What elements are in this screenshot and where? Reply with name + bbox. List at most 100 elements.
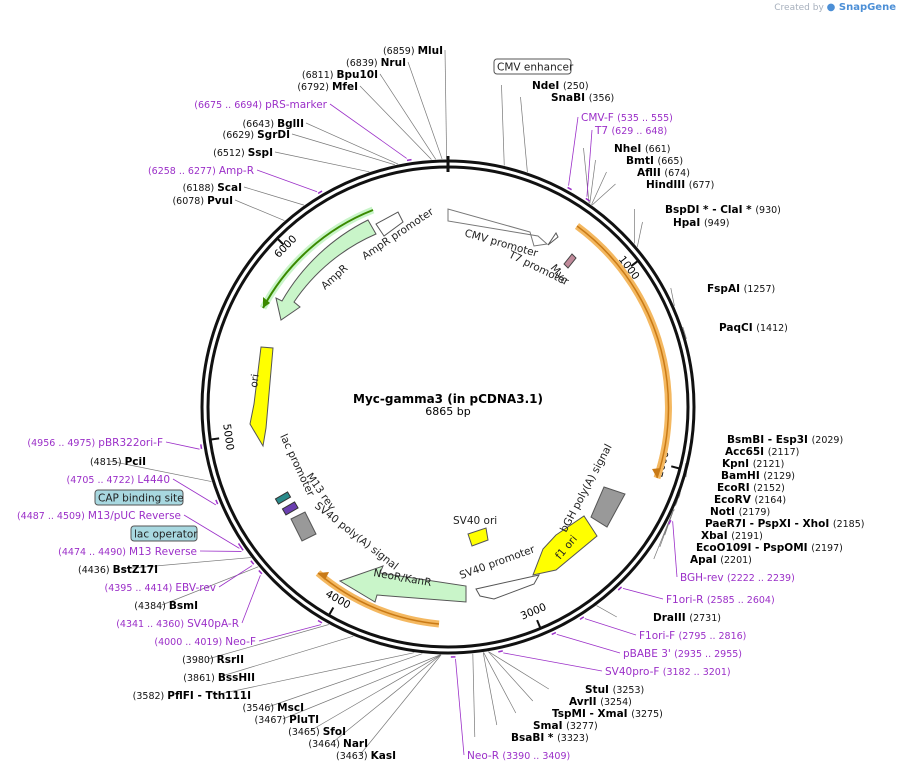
enzyme-label-sspi: (6512) SspI (213, 147, 273, 159)
primer-mark (318, 191, 322, 193)
enzyme-position: (3253) (613, 685, 645, 696)
primer-name: Neo-R (467, 750, 502, 762)
enzyme-label-sfoi: (3465) SfoI (288, 726, 346, 738)
primer-position: (4705 .. 4722) (67, 475, 138, 486)
primer-position: (4956 .. 4975) (27, 438, 98, 449)
enzyme-label-scai: (6188) ScaI (183, 182, 242, 194)
enzyme-position: (661) (645, 144, 671, 155)
enzyme-name: BstZ17I (113, 564, 158, 576)
enzyme-label-sgrdi: (6629) SgrDI (223, 129, 291, 141)
primer-mark (568, 187, 572, 189)
primer-leader (257, 170, 317, 192)
primer-mark (580, 617, 584, 619)
enzyme-position: (2129) (763, 471, 795, 482)
tick-label: 3000 (519, 601, 548, 622)
enzyme-position: (1412) (756, 323, 788, 334)
enzyme-position: (6839) (346, 58, 381, 69)
enzyme-label-ecorv: EcoRV (2164) (714, 494, 786, 506)
enzyme-position: (674) (664, 168, 690, 179)
enzyme-label-fspai: FspAI (1257) (707, 283, 775, 295)
enzyme-label-nari: (3464) NarI (308, 738, 368, 750)
enzyme-label-bsmi: (4384) BsmI (134, 600, 198, 612)
enzyme-label-bspdi: BspDI * - ClaI * (930) (665, 204, 781, 216)
enzyme-label-hindiii: HindIII (677) (646, 179, 714, 191)
enzyme-position: (6859) (383, 46, 418, 57)
lac-operator-label: lac operator (134, 529, 198, 541)
enzyme-name: SgrDI (257, 129, 290, 141)
primer-name: pRS-marker (265, 99, 328, 111)
enzyme-name: Bpu10I (336, 69, 378, 81)
primer-position: (2585 .. 2604) (707, 595, 775, 606)
primer-name: pBR322ori-F (98, 437, 163, 449)
primer-position: (4487 .. 4509) (17, 511, 88, 522)
primer-label-prs: (6675 .. 6694) pRS-marker (194, 99, 327, 111)
primer-leader (673, 521, 677, 577)
plasmid-name: Myc-gamma3 (in pCDNA3.1) (353, 392, 543, 406)
primer-mark (407, 160, 412, 161)
enzyme-name: AvrII (569, 696, 600, 708)
lac-promoter-label: lac promoter (277, 432, 317, 499)
enzyme-position: (356) (589, 93, 615, 104)
enzyme-position: (3464) (308, 739, 343, 750)
primer-label-ampr: (6258 .. 6277) Amp-R (148, 165, 254, 177)
primer-leader (587, 130, 592, 197)
primer-position: (629 .. 648) (611, 126, 667, 137)
primer-name: SV40pro-F (605, 666, 663, 678)
t7-promoter-arrow (548, 233, 558, 245)
enzyme-name: BspDI * - ClaI * (665, 204, 755, 216)
enzyme-label-mlui: (6859) MluI (383, 45, 443, 57)
enzyme-position: (3323) (557, 733, 589, 744)
enzyme-leader (235, 200, 284, 221)
enzyme-label-rsrii: (3980) RsrII (182, 654, 244, 666)
enzyme-name: KasI (371, 750, 396, 762)
enzyme-name: MscI (277, 702, 304, 714)
enzyme-label-paer7i: PaeR7I - PspXI - XhoI (2185) (705, 518, 864, 530)
primer-leader (242, 575, 260, 623)
tick-mark (329, 608, 333, 616)
enzyme-leader (592, 184, 615, 205)
enzyme-name: ScaI (217, 182, 242, 194)
enzyme-position: (4384) (134, 601, 169, 612)
enzyme-leader (268, 654, 422, 707)
enzyme-label-pcii: (4815) PciI (90, 456, 146, 468)
primer-name: M13 Reverse (129, 546, 197, 558)
enzyme-leader (360, 86, 431, 160)
enzyme-name: EcoO109I - PspOMI (696, 542, 811, 554)
primer-name: SV40pA-R (187, 618, 239, 630)
enzyme-position: (949) (704, 218, 730, 229)
enzyme-label-pvui: (6078) PvuI (172, 195, 233, 207)
enzyme-position: (6811) (302, 70, 337, 81)
primer-leader (623, 588, 663, 599)
enzyme-position: (250) (563, 81, 589, 92)
primer-name: EBV-rev (175, 582, 216, 594)
enzyme-name: PvuI (207, 195, 233, 207)
primer-leader (330, 104, 407, 158)
enzyme-leader (488, 652, 532, 701)
enzyme-leader (473, 654, 475, 737)
enzyme-name: NheI (614, 143, 645, 155)
enzyme-name: SnaBI (551, 92, 589, 104)
enzyme-name: MluI (418, 45, 443, 57)
enzyme-position: (2179) (739, 507, 771, 518)
enzyme-position: (2185) (833, 519, 865, 530)
enzyme-leader (360, 655, 441, 755)
tick-mark (210, 438, 219, 439)
primer-mark (552, 633, 556, 635)
enzyme-leader (332, 655, 441, 743)
enzyme-name: NotI (710, 506, 739, 518)
enzyme-label-bpu10i: (6811) Bpu10I (302, 69, 378, 81)
primer-mark (216, 500, 218, 504)
enzyme-position: (2197) (811, 543, 843, 554)
enzyme-label-bmti: BmtI (665) (626, 155, 683, 167)
enzyme-label-bsabi: BsaBI * (3323) (511, 732, 589, 744)
primer-label-pbabe: pBABE 3' (2935 .. 2955) (623, 648, 742, 660)
enzyme-leader (275, 152, 369, 172)
enzyme-label-stui: StuI (3253) (585, 684, 644, 696)
primer-mark (318, 621, 322, 623)
enzyme-name: PaeR7I - PspXI - XhoI (705, 518, 833, 530)
primer-position: (6675 .. 6694) (194, 100, 265, 111)
primer-leader (585, 619, 636, 635)
enzyme-label-bsmbi: BsmBI - Esp3I (2029) (727, 434, 843, 446)
primer-label-l4440: (4705 .. 4722) L4440 (67, 474, 170, 486)
